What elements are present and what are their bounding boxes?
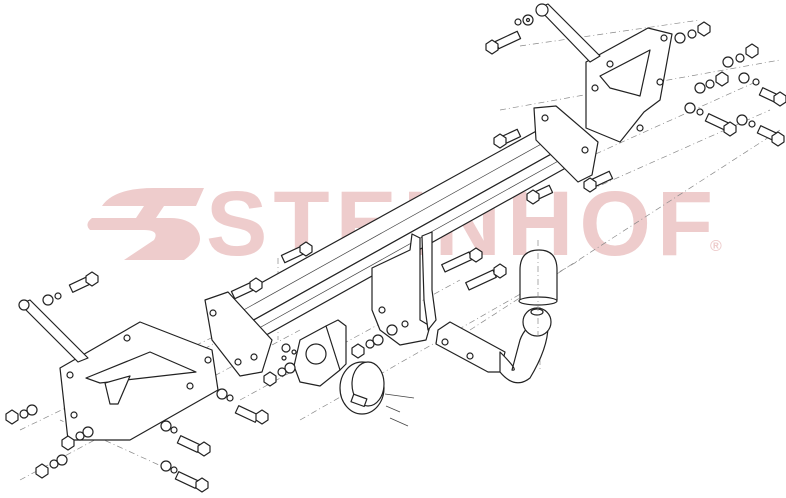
ball-cover <box>518 240 558 340</box>
bolt <box>583 170 614 193</box>
bolt <box>234 405 269 425</box>
bolt <box>176 435 211 457</box>
receiver-plate <box>371 231 437 346</box>
bolt <box>68 271 99 293</box>
left-bracket <box>18 299 219 441</box>
tow-ball-neck <box>435 307 552 384</box>
bolt <box>704 113 737 137</box>
bolt <box>441 247 483 273</box>
bolt <box>485 30 522 55</box>
bolt <box>230 277 263 300</box>
fasteners <box>68 30 786 493</box>
bolt <box>280 241 313 264</box>
bolt <box>756 125 785 147</box>
electrical-socket <box>339 361 415 427</box>
bolt <box>465 263 507 291</box>
bolt <box>758 87 786 107</box>
bolt <box>493 128 522 149</box>
right-bracket <box>535 3 673 143</box>
bolt <box>526 184 554 205</box>
washers-nuts <box>5 14 760 479</box>
socket-plate <box>293 319 347 387</box>
bolt <box>174 471 209 493</box>
